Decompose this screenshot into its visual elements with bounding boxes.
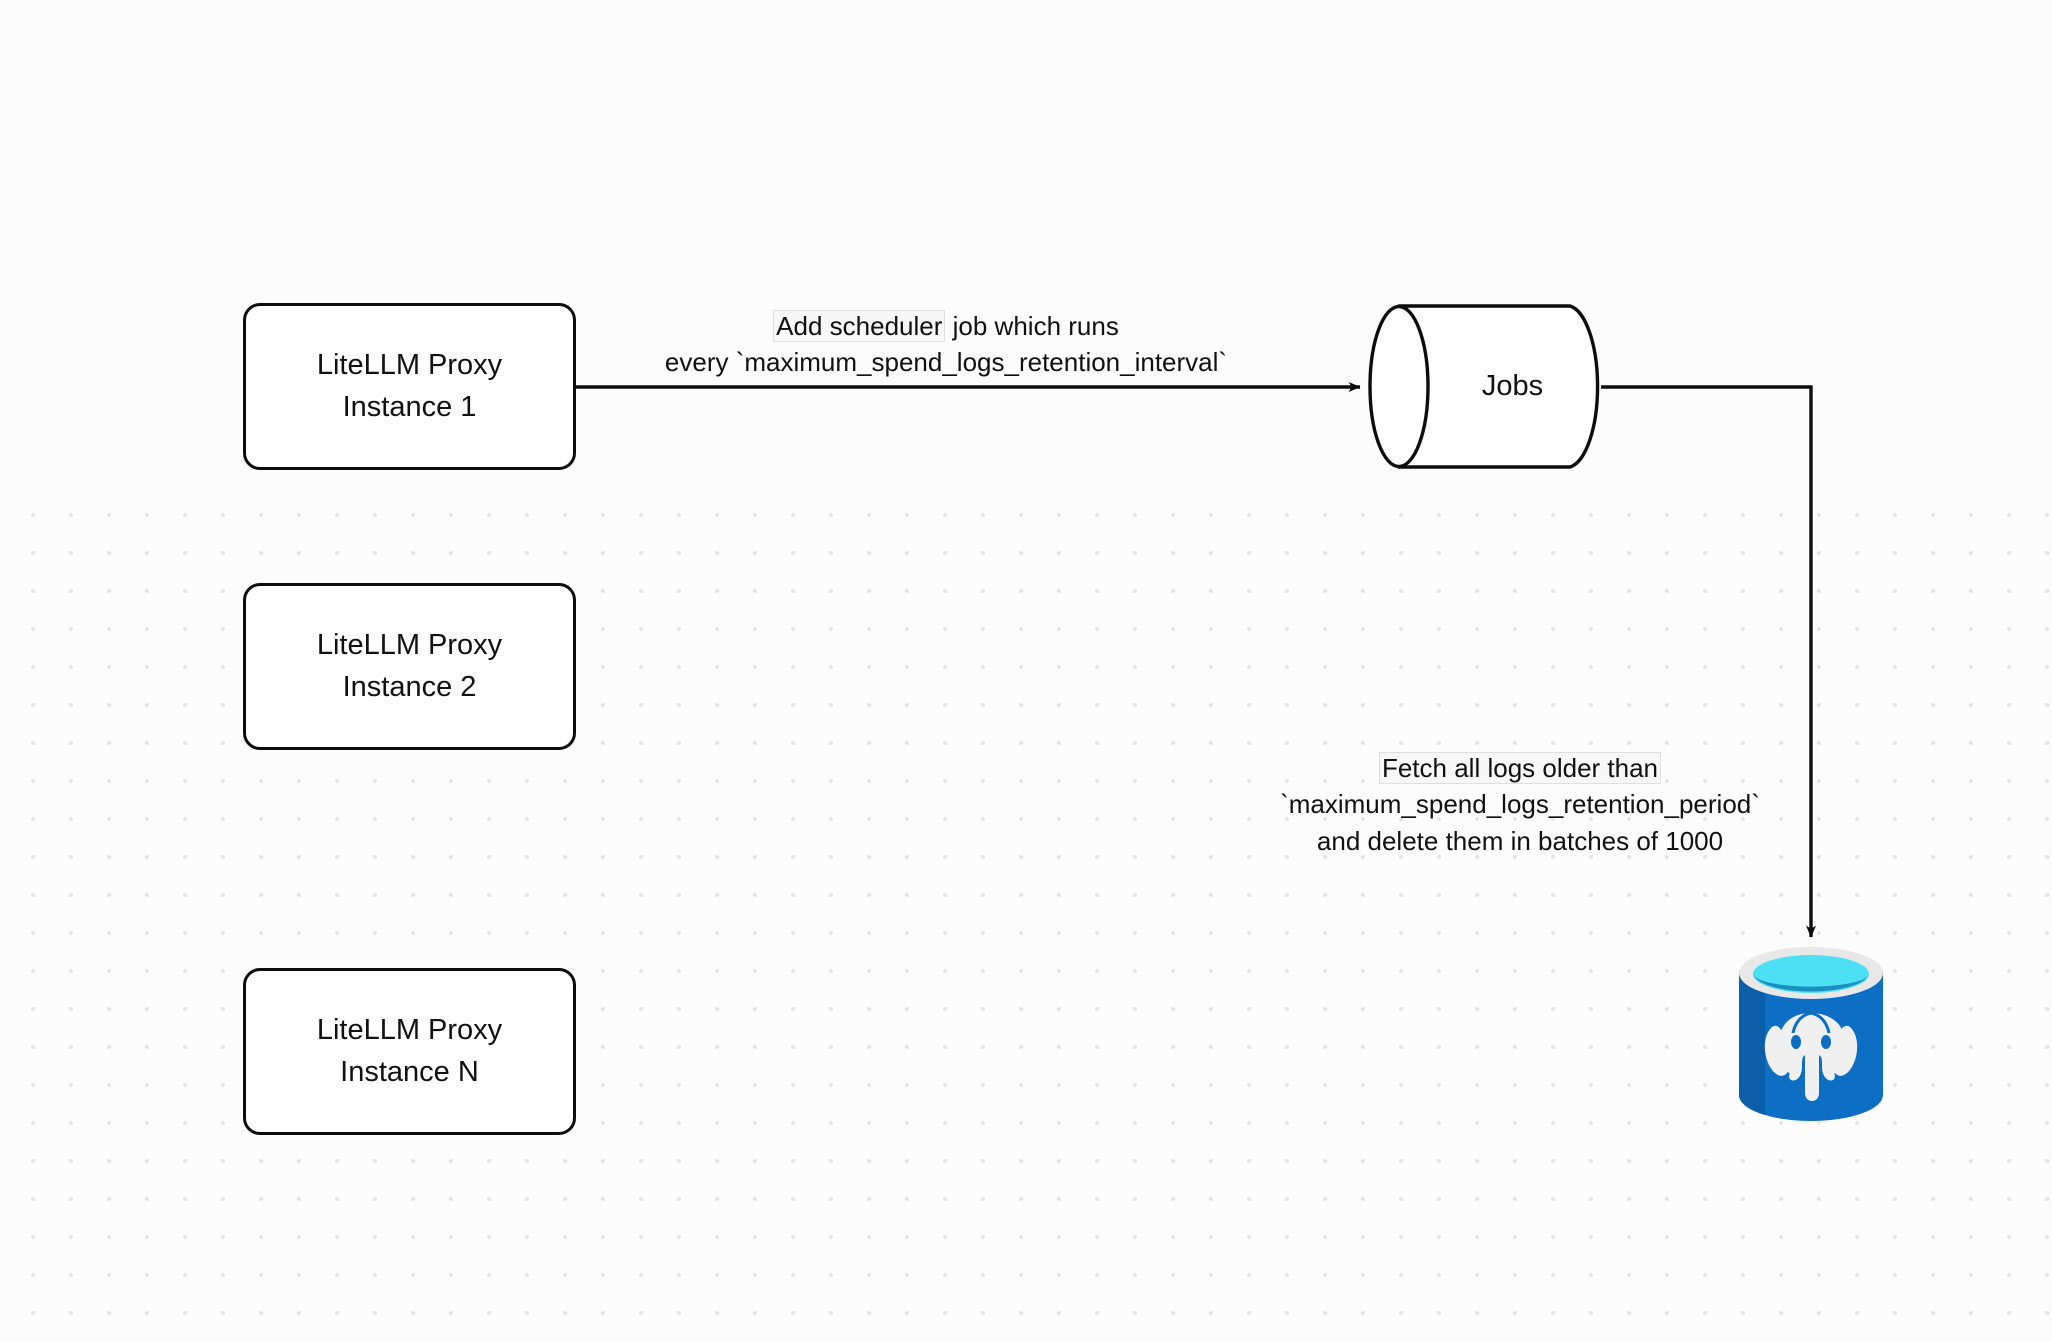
postgres-elephant-eye-right <box>1821 1035 1831 1049</box>
node-label-line1: LiteLLM Proxy <box>316 629 503 662</box>
postgres-elephant-eye-left <box>1791 1035 1801 1049</box>
node-label-line2: Instance 1 <box>342 390 477 423</box>
edge-label-fetch-line2: `maximum_spend_logs_retention_period` <box>1280 789 1760 820</box>
node-label-line1: LiteLLM Proxy <box>316 1014 503 1047</box>
edge-label-fetch: Fetch all logs older than `maximum_spend… <box>1240 750 1800 859</box>
postgres-elephant-glyph <box>1764 1013 1858 1101</box>
edge-label-fetch-line1-highlight: Fetch all logs older than <box>1378 752 1662 784</box>
edge-label-scheduler-line2: every `maximum_spend_logs_retention_inte… <box>664 347 1228 378</box>
node-litellm-proxy-instance-2[interactable]: LiteLLM Proxy Instance 2 <box>243 583 576 750</box>
node-litellm-proxy-instance-1[interactable]: LiteLLM Proxy Instance 1 <box>243 303 576 470</box>
edge-label-fetch-line3: and delete them in batches of 1000 <box>1316 825 1724 856</box>
node-jobs-label: Jobs <box>1481 370 1544 402</box>
edge-label-scheduler-line1-rest: job which runs <box>945 311 1119 341</box>
node-label-line1: LiteLLM Proxy <box>316 349 503 382</box>
cylinder-icon <box>1368 304 1600 469</box>
node-litellm-proxy-instance-n[interactable]: LiteLLM Proxy Instance N <box>243 968 576 1135</box>
edge-label-scheduler-line1-highlight: Add scheduler <box>773 310 946 342</box>
node-label-line2: Instance N <box>340 1055 479 1088</box>
edge-jobs-to-postgres <box>1601 385 1816 938</box>
edge-label-fetch-line1: Fetch all logs older than <box>1240 750 1800 786</box>
node-label-line2: Instance 2 <box>342 670 477 703</box>
edge-label-scheduler-line1: Add scheduler job which runs <box>596 308 1296 344</box>
edge-label-scheduler: Add scheduler job which runs every `maxi… <box>596 308 1296 381</box>
node-postgres-database[interactable] <box>1735 943 1887 1129</box>
node-jobs-queue[interactable]: Jobs <box>1368 303 1601 470</box>
postgres-top-fill <box>1753 955 1869 993</box>
postgres-elephant-outline <box>1791 1011 1831 1034</box>
postgresql-icon <box>1739 947 1883 1121</box>
postgres-top-shade <box>1754 976 1868 992</box>
